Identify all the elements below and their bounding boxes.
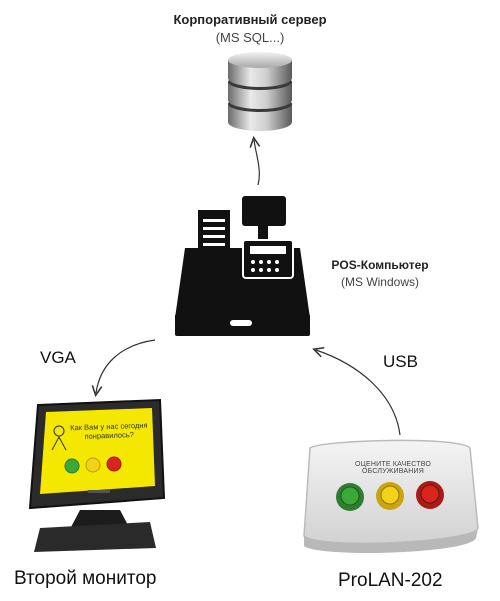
arrow-pos-to-server <box>254 140 259 186</box>
pos-subtitle: (MS Windows) <box>340 275 419 289</box>
arrow-pos-to-monitor <box>96 339 156 393</box>
usb-label: USB <box>383 352 418 371</box>
pos-title: POS-Компьютер <box>331 258 429 272</box>
vga-label: VGA <box>40 348 76 367</box>
server-title: Корпоративный сервер <box>173 12 327 27</box>
second-monitor-label: Второй монитор <box>14 568 157 589</box>
device-panel-text: ОЦЕНИТЕ КАЧЕСТВО ОБСЛУЖИВАНИЯ <box>355 461 431 475</box>
server-subtitle: (MS SQL...) <box>215 30 285 45</box>
monitor-screen-question: Как Вам у нас сегодня понравилось? <box>70 420 148 441</box>
prolan-device-label: ProLAN-202 <box>338 570 443 591</box>
